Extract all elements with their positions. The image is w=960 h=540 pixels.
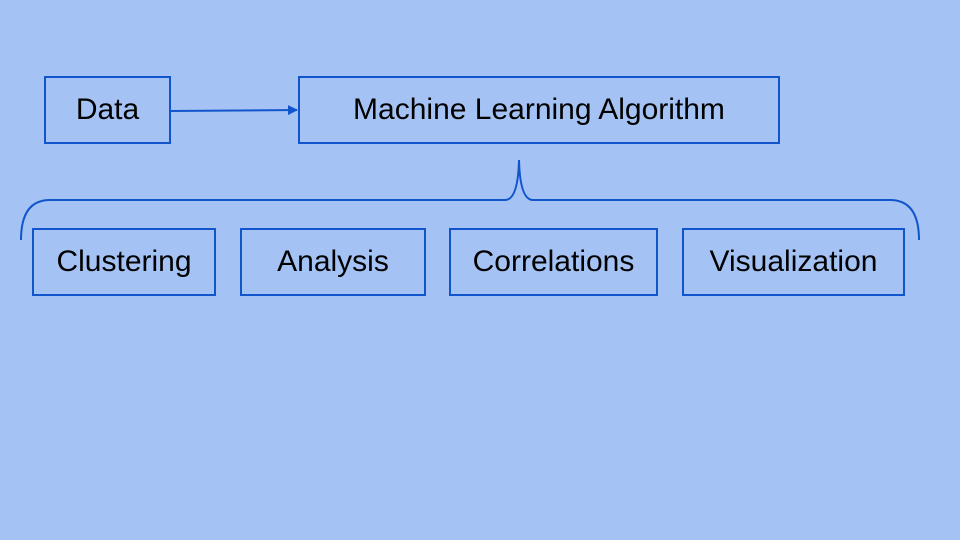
output-node-analysis: Analysis: [240, 228, 426, 296]
curly-brace-connector: [20, 159, 920, 241]
output-node-label: Analysis: [277, 245, 389, 278]
data-node-label: Data: [75, 93, 140, 126]
arrow-data-to-algorithm: [170, 105, 298, 116]
output-node-label: Clustering: [56, 245, 192, 278]
algorithm-node-label: Machine Learning Algorithm: [353, 93, 725, 126]
output-node-clustering: Clustering: [32, 228, 216, 296]
output-node-label: Visualization: [709, 245, 878, 278]
algorithm-node: Machine Learning Algorithm: [298, 76, 780, 144]
output-node-visualization: Visualization: [682, 228, 905, 296]
output-node-label: Correlations: [472, 245, 635, 278]
output-node-correlations: Correlations: [449, 228, 658, 296]
data-node: Data: [44, 76, 171, 144]
